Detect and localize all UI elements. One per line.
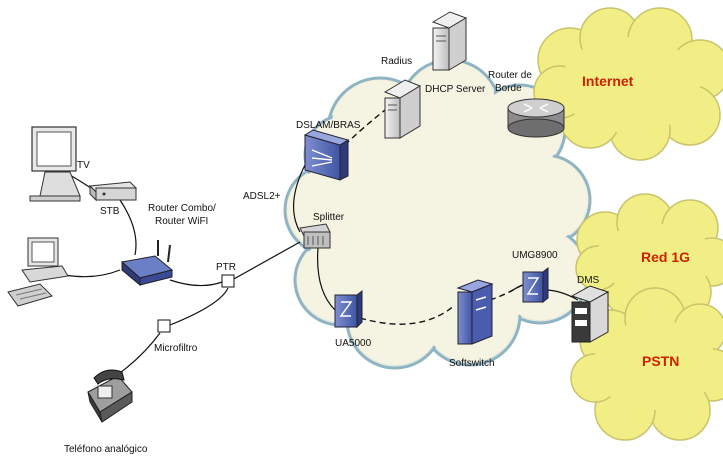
label-router-borde-2: Borde <box>495 83 522 94</box>
line-ptr-microfiltro <box>169 287 229 326</box>
tv-monitor-icon <box>29 126 81 202</box>
label-stb: STB <box>100 206 120 217</box>
telephone-icon <box>87 369 133 423</box>
label-router-combo-2: Router WiFI <box>155 216 208 227</box>
dash-softswitch-umg <box>489 284 523 301</box>
line-stb-router <box>119 199 137 256</box>
desktop-pc-icon <box>7 237 69 307</box>
softswitch-icon <box>456 279 494 345</box>
label-ua5000: UA5000 <box>335 338 372 349</box>
line-pc-router <box>64 269 121 278</box>
label-splitter: Splitter <box>313 212 345 223</box>
label-umg: UMG8900 <box>512 250 558 261</box>
label-internet: Internet <box>582 73 634 89</box>
dhcp-server-icon <box>431 11 468 71</box>
core-router-icon <box>507 98 565 138</box>
label-tv: TV <box>77 160 90 171</box>
label-telefono: Teléfono analógico <box>64 444 148 455</box>
label-red1g: Red 1G <box>641 249 690 265</box>
line-splitter-dslam <box>292 164 306 233</box>
splitter-icon <box>299 223 331 249</box>
provider-cloud <box>283 58 592 370</box>
wifi-router-icon <box>120 240 174 287</box>
umg8900-gateway-icon <box>522 266 549 304</box>
radius-server-icon <box>383 79 422 139</box>
label-router-combo-1: Router Combo/ <box>148 203 216 214</box>
label-radius: Radius <box>381 56 412 67</box>
line-ptr-splitter <box>231 241 301 281</box>
dslam-icon <box>303 129 350 181</box>
label-dms: DMS <box>577 275 600 286</box>
dms-server-icon <box>570 285 610 343</box>
label-adsl: ADSL2+ <box>243 191 281 202</box>
dash-ua5000-softswitch <box>359 304 456 325</box>
ua5000-gateway-icon <box>334 289 363 329</box>
label-pstn: PSTN <box>642 353 679 369</box>
line-splitter-ua5000 <box>317 247 336 311</box>
microfiltro-box <box>157 319 171 333</box>
line-router-ptr <box>169 279 223 287</box>
ptr-box <box>221 274 235 288</box>
label-dhcp: DHCP Server <box>425 84 486 95</box>
label-router-borde-1: Router de <box>488 70 532 81</box>
set-top-box-icon <box>88 181 138 202</box>
label-microfiltro: Microfiltro <box>154 343 198 354</box>
label-ptr: PTR <box>216 262 236 273</box>
label-dslam: DSLAM/BRAS <box>296 120 361 131</box>
label-softswitch: Softswitch <box>449 358 495 369</box>
